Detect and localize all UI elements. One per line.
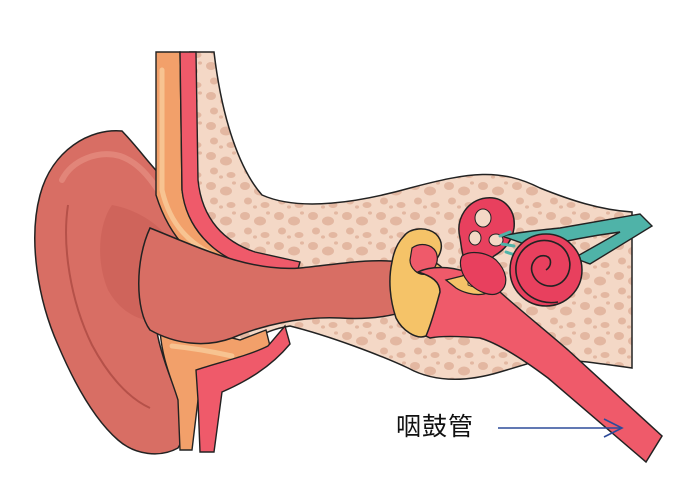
canal-wall-upper	[179, 51, 301, 277]
cochlea-spiral	[515, 239, 571, 304]
label-arrow-head	[603, 418, 624, 438]
semicircular-canal-hole-2	[468, 230, 482, 246]
auricle-inner-fold	[65, 204, 151, 409]
auricle-helix-highlight	[59, 151, 161, 193]
vestibule	[459, 251, 507, 296]
eustachian-tube-label: 咽鼓管	[396, 412, 475, 441]
semicircular-canal-hole-1	[474, 208, 492, 228]
canal-wall-lower	[195, 324, 291, 453]
cartilage-lower-highlight	[169, 343, 235, 359]
external-auditory-canal	[138, 227, 421, 345]
